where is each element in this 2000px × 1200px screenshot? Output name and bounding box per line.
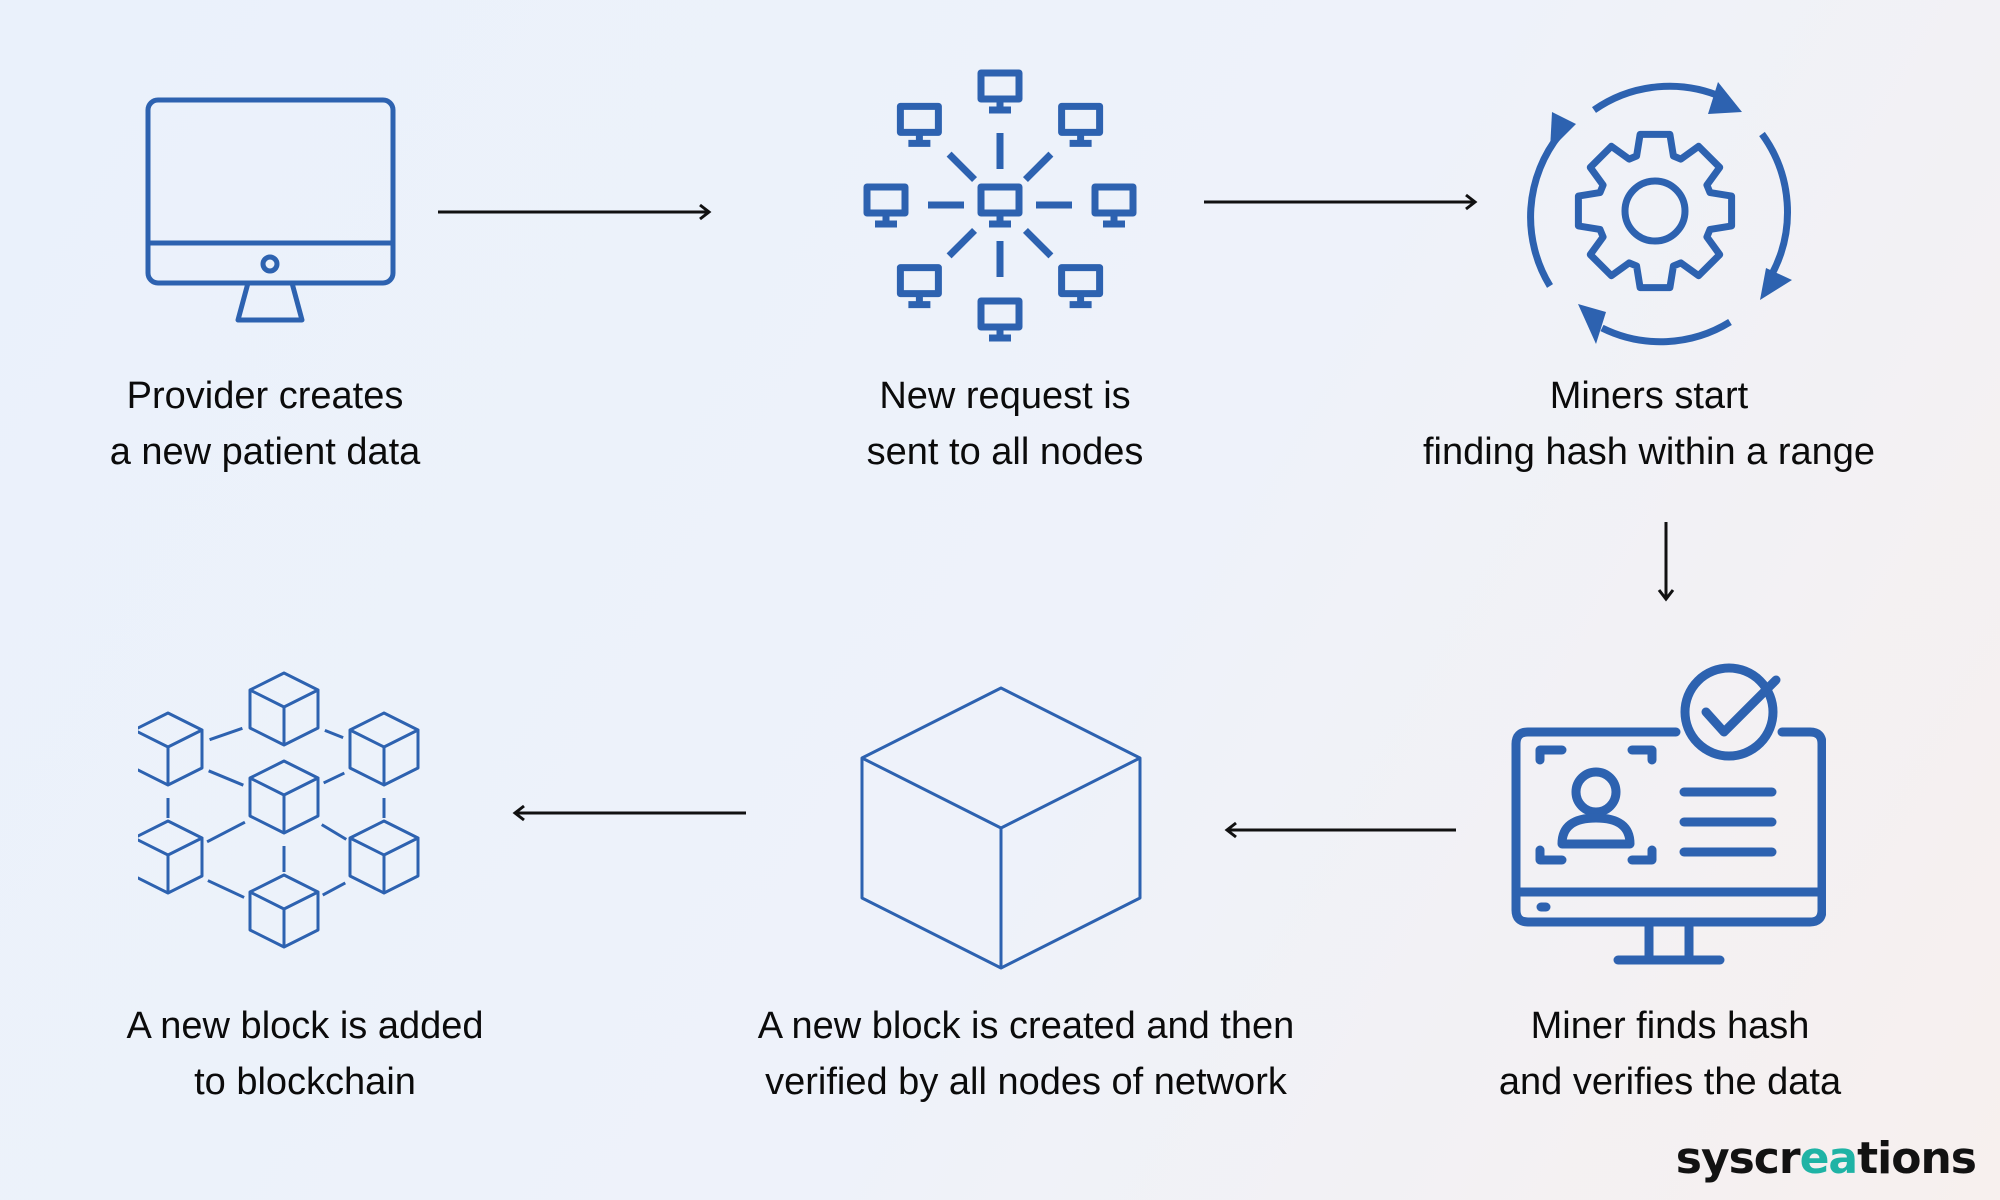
step-2-line-1: New request is bbox=[879, 375, 1131, 417]
brand-part-1: syscr bbox=[1675, 1133, 1801, 1184]
arrow-left-2 bbox=[512, 804, 746, 822]
arrow-right-1 bbox=[438, 203, 712, 221]
syscreations-logo: syscreations bbox=[1675, 1133, 1977, 1184]
step-6-caption: A new block is added to blockchain bbox=[0, 998, 615, 1110]
step-5-line-2: verified by all nodes of network bbox=[765, 1061, 1287, 1103]
cube-icon bbox=[860, 686, 1142, 970]
arrow-right-2 bbox=[1204, 193, 1478, 211]
step-5-line-1: A new block is created and then bbox=[757, 1005, 1295, 1047]
step-1-caption: Provider creates a new patient data bbox=[0, 368, 575, 480]
arrow-down bbox=[1657, 522, 1675, 602]
step-3-line-1: Miners start bbox=[1549, 375, 1749, 417]
brand-part-2: tions bbox=[1857, 1133, 1977, 1184]
step-6-line-2: to blockchain bbox=[194, 1061, 416, 1103]
step-6-line-1: A new block is added bbox=[126, 1005, 484, 1047]
step-1-line-1: Provider creates bbox=[126, 375, 404, 417]
gear-cycle-icon bbox=[1527, 82, 1792, 346]
step-3-caption: Miners start finding hash within a range bbox=[1339, 368, 1959, 480]
step-5-caption: A new block is created and then verified… bbox=[716, 998, 1336, 1110]
step-4-caption: Miner finds hash and verifies the data bbox=[1360, 998, 1980, 1110]
step-4-line-2: and verifies the data bbox=[1498, 1061, 1842, 1103]
step-2-line-2: sent to all nodes bbox=[866, 431, 1144, 473]
verified-profile-monitor-icon bbox=[1511, 663, 1826, 965]
step-3-line-2: finding hash within a range bbox=[1422, 431, 1876, 473]
blockchain-network-icon bbox=[138, 671, 420, 949]
step-4-line-1: Miner finds hash bbox=[1530, 1005, 1810, 1047]
step-2-caption: New request is sent to all nodes bbox=[695, 368, 1315, 480]
arrow-left-1 bbox=[1224, 821, 1456, 839]
monitor-icon bbox=[145, 97, 396, 323]
network-nodes-icon bbox=[863, 69, 1137, 342]
brand-accent: ea bbox=[1799, 1133, 1859, 1184]
step-1-line-2: a new patient data bbox=[109, 431, 421, 473]
